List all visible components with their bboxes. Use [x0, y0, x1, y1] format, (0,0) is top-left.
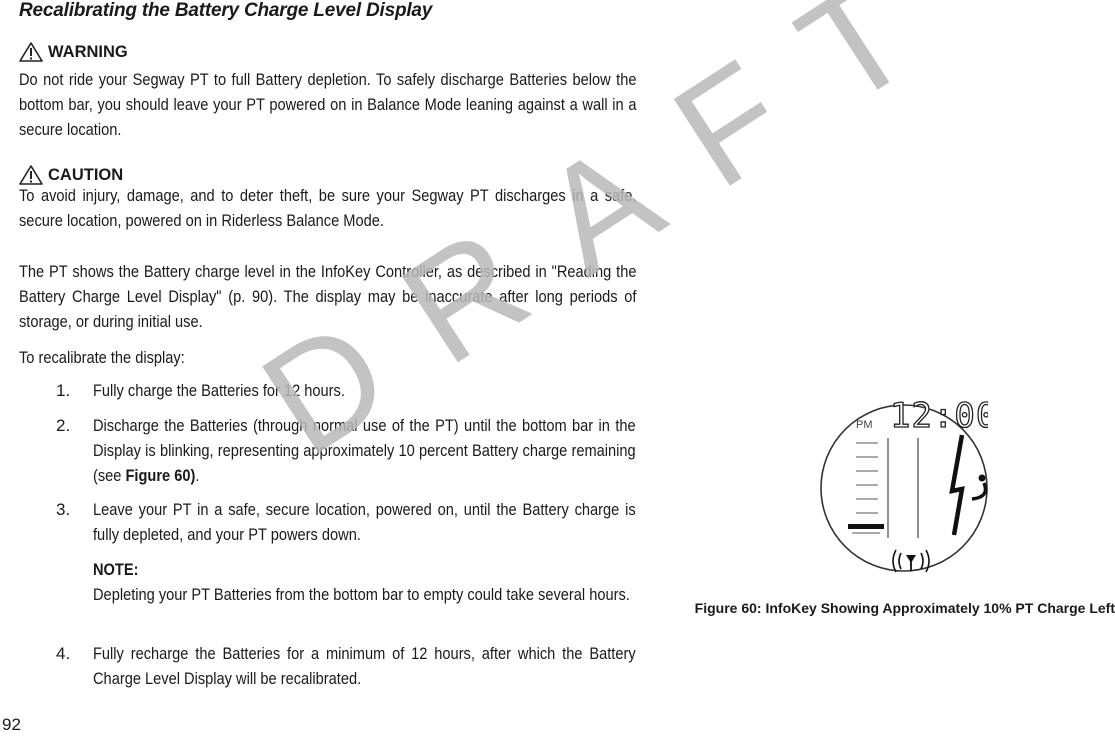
warning-icon [19, 42, 43, 62]
bottom-battery-bar [848, 524, 884, 529]
infokey-display-figure: PM 12:00 [820, 395, 988, 573]
warning-text: Do not ride your Segway PT to full Batte… [19, 70, 637, 139]
battery-bars [848, 438, 919, 538]
smiley-eye-icon [978, 474, 986, 482]
page-title: Recalibrating the Battery Charge Level D… [19, 0, 433, 21]
warning-label: WARNING [48, 42, 128, 61]
figure-60-reference[interactable]: Figure 60) [125, 466, 196, 485]
caution-label: CAUTION [48, 165, 124, 184]
recalibrate-lead: To recalibrate the display: [19, 348, 185, 367]
figure-caption: Figure 60: InfoKey Showing Approximately… [694, 600, 1115, 616]
lightning-bolt-icon [949, 434, 965, 536]
warning-icon [19, 165, 43, 185]
caution-text: To avoid injury, damage, and to deter th… [19, 186, 637, 230]
wireless-antenna-icon [892, 549, 930, 573]
caution-heading: CAUTION [19, 165, 123, 185]
clock-time: 12:00 [890, 396, 988, 436]
smiley-mouth-icon [971, 482, 988, 501]
intro-paragraph: The PT shows the Battery charge level in… [19, 262, 637, 331]
note-text: Depleting your PT Batteries from the bot… [93, 585, 630, 604]
warning-heading: WARNING [19, 42, 128, 62]
page-number: 92 [2, 715, 21, 734]
note: NOTE: Depleting your PT Batteries from t… [93, 557, 637, 607]
note-label: NOTE: [93, 560, 139, 579]
ampm-label: PM [856, 419, 873, 431]
